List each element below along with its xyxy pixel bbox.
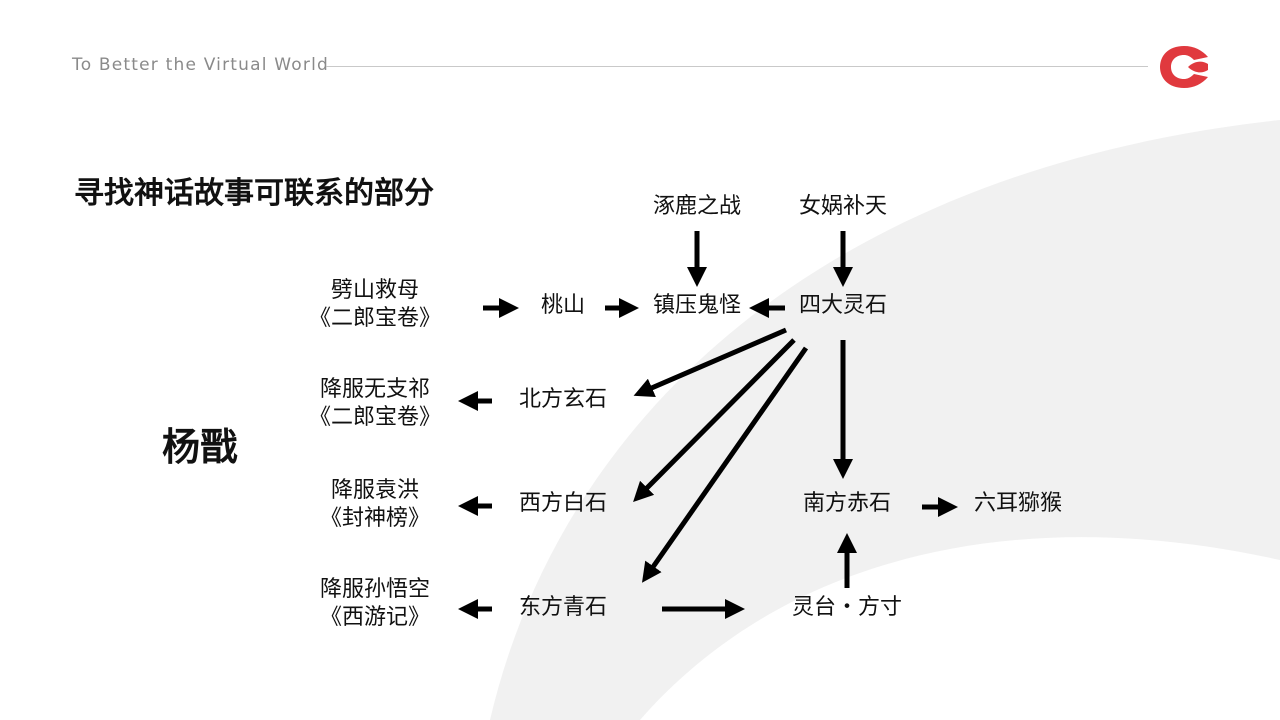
node-subdue-sun-wukong: 降服孙悟空 《西游记》: [319, 577, 431, 630]
node-four-spirit-stones: 四大灵石: [798, 293, 888, 318]
node-zhuolu-battle: 涿鹿之战: [652, 194, 742, 219]
header-tagline: To Better the Virtual World: [72, 55, 329, 75]
node-subdue-wuzhiqi: 降服无支祁 《二郎宝卷》: [308, 377, 442, 430]
arrow-sida-beifang: [633, 327, 787, 398]
node-nvwa-mends-sky: 女娲补天: [798, 194, 888, 219]
node-west-white-stone: 西方白石: [518, 491, 608, 516]
header-divider: [326, 66, 1148, 67]
brand-logo-icon: [1160, 46, 1208, 88]
node-east-green-stone: 东方青石: [518, 595, 608, 620]
slide-title: 寻找神话故事可联系的部分: [74, 176, 434, 211]
node-six-eared-macaque: 六耳猕猴: [973, 491, 1063, 516]
node-north-black-stone: 北方玄石: [518, 387, 608, 412]
person-name: 杨戬: [162, 424, 239, 469]
node-south-red-stone: 南方赤石: [802, 491, 892, 516]
node-suppress-demons: 镇压鬼怪: [652, 293, 742, 318]
node-split-mountain-save-mother: 劈山救母 《二郎宝卷》: [308, 278, 442, 331]
node-subdue-yuanhong: 降服袁洪 《封神榜》: [319, 478, 431, 531]
arrow-sida-dongfang: [641, 346, 809, 583]
node-tao-mountain: 桃山: [540, 293, 586, 318]
node-lingtai-fangcun: 灵台・方寸: [791, 595, 903, 620]
arrow-sida-xifang: [633, 338, 796, 502]
